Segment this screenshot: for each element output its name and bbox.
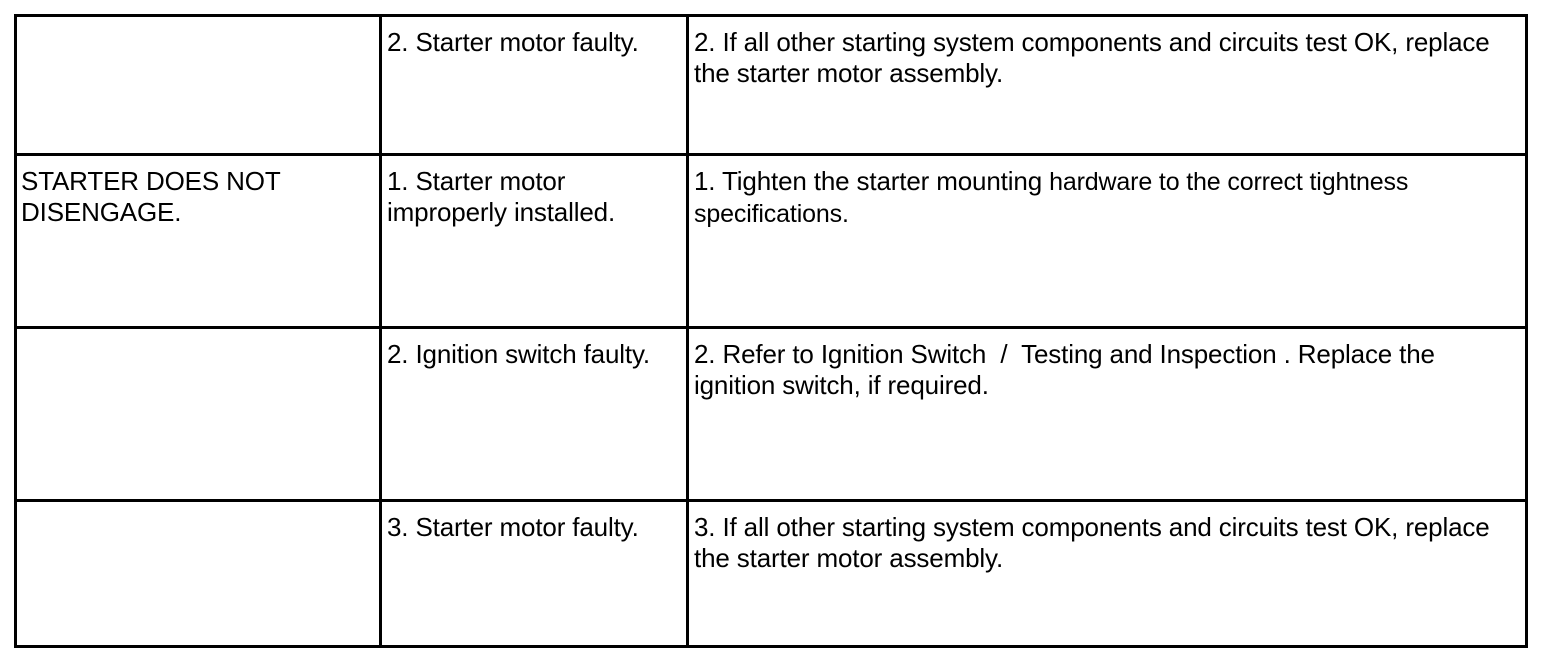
troubleshooting-table: 2. Starter motor faulty. 2. If all other… (14, 14, 1528, 648)
action-cell: 3. If all other starting system componen… (686, 499, 1528, 648)
symptom-cell (14, 326, 382, 502)
table-row: 2. Starter motor faulty. 2. If all other… (14, 14, 1528, 156)
action-text-lead: 1. Tighten the starter mounting (694, 166, 1050, 196)
table-body: 2. Starter motor faulty. 2. If all other… (14, 14, 1528, 648)
table-row: 3. Starter motor faulty. 3. If all other… (14, 499, 1528, 648)
action-cell: 2. Refer to Ignition Switch / Testing an… (686, 326, 1528, 502)
action-text: 1. Tighten the starter mounting hardware… (689, 156, 1525, 230)
symptom-text (17, 329, 379, 339)
cause-text: 1. Starter motor improperly installed. (387, 166, 616, 227)
symptom-text (17, 17, 379, 27)
action-text: 2. Refer to Ignition Switch / Testing an… (694, 339, 1442, 400)
cause-cell: 3. Starter motor faulty. (379, 499, 689, 648)
cause-text: 3. Starter motor faulty. (387, 512, 639, 542)
action-text-rest: hardware to the correct tightness specif… (694, 168, 1415, 228)
symptom-text (17, 502, 379, 512)
symptom-cell (14, 499, 382, 648)
cause-cell: 2. Starter motor faulty. (379, 14, 689, 156)
action-cell: 1. Tighten the starter mounting hardware… (686, 153, 1528, 329)
action-text: 2. If all other starting system componen… (694, 27, 1497, 88)
table-row: STARTER DOES NOT DISENGAGE. 1. Starter m… (14, 153, 1528, 329)
symptom-text: STARTER DOES NOT DISENGAGE. (21, 166, 288, 227)
cause-text: 2. Starter motor faulty. (387, 27, 639, 57)
action-cell: 2. If all other starting system componen… (686, 14, 1528, 156)
cause-text: 2. Ignition switch faulty. (387, 339, 650, 369)
symptom-cell: STARTER DOES NOT DISENGAGE. (14, 153, 382, 329)
table-row: 2. Ignition switch faulty. 2. Refer to I… (14, 326, 1528, 502)
cause-cell: 2. Ignition switch faulty. (379, 326, 689, 502)
action-text: 3. If all other starting system componen… (694, 512, 1497, 573)
symptom-cell (14, 14, 382, 156)
cause-cell: 1. Starter motor improperly installed. (379, 153, 689, 329)
